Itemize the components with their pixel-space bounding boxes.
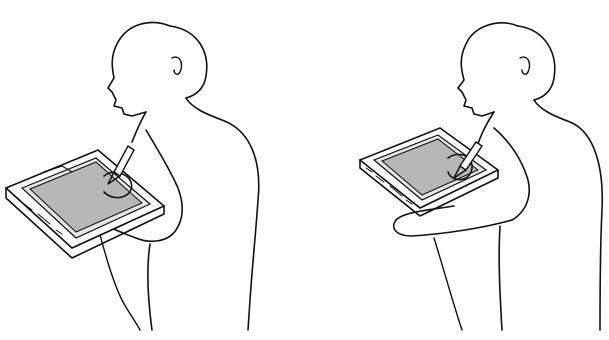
neck-back-outline <box>534 100 602 330</box>
head-back <box>170 26 207 98</box>
head-back <box>518 26 555 100</box>
torso-lower <box>499 226 502 330</box>
illustration-panel-left <box>0 0 304 340</box>
hip-line <box>434 238 462 330</box>
upper-arm <box>494 128 529 220</box>
ear <box>172 57 182 74</box>
ear <box>520 57 530 74</box>
torso-front <box>132 112 146 142</box>
neck-back-outline <box>186 98 259 330</box>
illustration-panel-right <box>304 0 609 340</box>
forearm <box>394 206 512 236</box>
torso-lower <box>148 244 152 330</box>
person-with-tablet-left <box>0 0 304 340</box>
head-outline <box>108 23 170 116</box>
tablet-device <box>360 128 498 216</box>
person-with-tablet-right <box>304 0 609 340</box>
head-outline <box>458 23 518 116</box>
tablet-device <box>6 150 164 258</box>
